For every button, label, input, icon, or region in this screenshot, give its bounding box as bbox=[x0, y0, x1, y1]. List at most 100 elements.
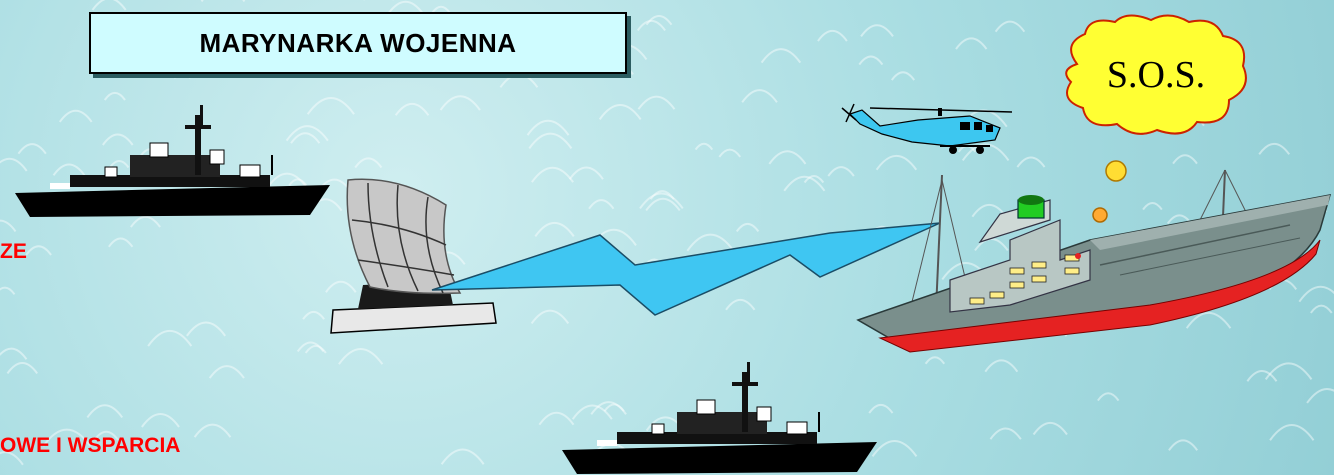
water-drop bbox=[0, 157, 28, 172]
water-drop bbox=[860, 24, 894, 37]
water-drop bbox=[718, 148, 742, 158]
water-drop bbox=[1097, 392, 1120, 402]
water-drop bbox=[528, 132, 573, 149]
water-drop bbox=[354, 157, 383, 169]
water-drop bbox=[141, 413, 180, 428]
water-drop bbox=[6, 362, 38, 375]
water-drop bbox=[285, 125, 329, 142]
water-drop bbox=[875, 154, 918, 171]
water-drop bbox=[858, 55, 884, 66]
water-drop bbox=[0, 347, 28, 360]
water-drop bbox=[1306, 387, 1334, 404]
water-drop bbox=[645, 197, 681, 212]
water-drop bbox=[25, 245, 52, 256]
water-drop bbox=[827, 166, 855, 177]
water-drop bbox=[637, 95, 676, 110]
water-drop bbox=[984, 359, 1019, 373]
label-left: ZE bbox=[0, 240, 27, 263]
water-drop bbox=[1246, 370, 1278, 382]
water-drop bbox=[267, 172, 307, 188]
water-drop bbox=[955, 37, 988, 50]
water-drop bbox=[994, 20, 1026, 33]
water-drop bbox=[440, 448, 485, 465]
water-drop bbox=[871, 440, 918, 457]
label-bottom: OWE I WSPARCIA bbox=[0, 434, 181, 457]
water-drop bbox=[868, 403, 894, 414]
water-drop bbox=[302, 310, 325, 320]
warship-icon bbox=[15, 105, 330, 217]
water-drop bbox=[1298, 285, 1334, 303]
water-drop bbox=[1185, 312, 1232, 329]
water-drop bbox=[431, 5, 451, 14]
water-drop bbox=[193, 423, 232, 438]
water-drop bbox=[598, 104, 642, 120]
water-drop bbox=[735, 222, 760, 233]
water-drop bbox=[1142, 202, 1163, 211]
water-drop bbox=[534, 221, 575, 237]
water-drop bbox=[741, 89, 778, 103]
water-drop bbox=[93, 430, 119, 441]
sos-label: S.O.S. bbox=[1107, 54, 1205, 96]
water-drop bbox=[639, 192, 684, 210]
water-drop bbox=[530, 309, 570, 325]
cargo-ship-icon bbox=[856, 169, 1332, 353]
helicopter-icon bbox=[841, 103, 1013, 154]
water-drop bbox=[306, 97, 355, 115]
water-drop bbox=[1172, 154, 1198, 165]
water-drop bbox=[0, 286, 16, 295]
water-drop bbox=[102, 133, 134, 146]
water-drop bbox=[58, 109, 93, 123]
water-drop bbox=[387, 0, 425, 15]
water-drop bbox=[924, 356, 946, 365]
water-drop bbox=[568, 166, 604, 180]
water-drop bbox=[645, 15, 673, 26]
water-drop bbox=[130, 215, 161, 228]
water-drop bbox=[1016, 156, 1046, 168]
water-drop bbox=[394, 102, 430, 116]
water-drop bbox=[1310, 304, 1333, 314]
water-drop bbox=[0, 451, 24, 466]
water-drop bbox=[531, 166, 574, 183]
water-drop bbox=[538, 411, 575, 426]
water-drop bbox=[590, 401, 627, 415]
water-drop bbox=[803, 174, 825, 184]
water-drop bbox=[1269, 424, 1315, 441]
water-drop bbox=[890, 71, 916, 81]
water-drop bbox=[208, 365, 245, 379]
water-drop bbox=[603, 403, 625, 412]
water-drop bbox=[86, 404, 124, 419]
water-drop bbox=[186, 321, 227, 337]
water-drop bbox=[783, 175, 826, 192]
water-drop bbox=[571, 404, 613, 420]
water-drop bbox=[338, 348, 384, 365]
water-drop bbox=[725, 298, 756, 311]
water-drop bbox=[17, 143, 47, 155]
water-drop bbox=[817, 29, 848, 42]
water-drop bbox=[91, 0, 127, 11]
water-drop bbox=[1258, 142, 1291, 155]
water-drop bbox=[296, 341, 325, 353]
thought-cloud-icon: S.O.S. bbox=[1065, 14, 1247, 135]
radar-dish-icon bbox=[330, 178, 497, 334]
water-drop bbox=[1168, 439, 1199, 451]
water-drop bbox=[989, 427, 1022, 440]
water-drop bbox=[694, 142, 714, 151]
water-drop bbox=[588, 199, 615, 210]
warship-icon bbox=[562, 362, 877, 474]
water-drop bbox=[439, 95, 481, 111]
water-drop bbox=[108, 237, 134, 248]
water-drop bbox=[288, 178, 308, 186]
water-drop bbox=[325, 280, 357, 293]
water-drop bbox=[768, 150, 807, 165]
water-drop bbox=[636, 19, 666, 32]
lightning-bolt-icon bbox=[431, 222, 941, 316]
water-drop bbox=[961, 143, 1010, 162]
water-drop bbox=[42, 428, 92, 447]
water-drop bbox=[147, 330, 193, 347]
water-drop bbox=[304, 344, 327, 354]
thought-bubbles bbox=[1092, 160, 1127, 223]
water-drop bbox=[109, 160, 130, 169]
water-drop bbox=[499, 73, 539, 88]
page-title: MARYNARKA WOJENNA bbox=[89, 12, 627, 74]
